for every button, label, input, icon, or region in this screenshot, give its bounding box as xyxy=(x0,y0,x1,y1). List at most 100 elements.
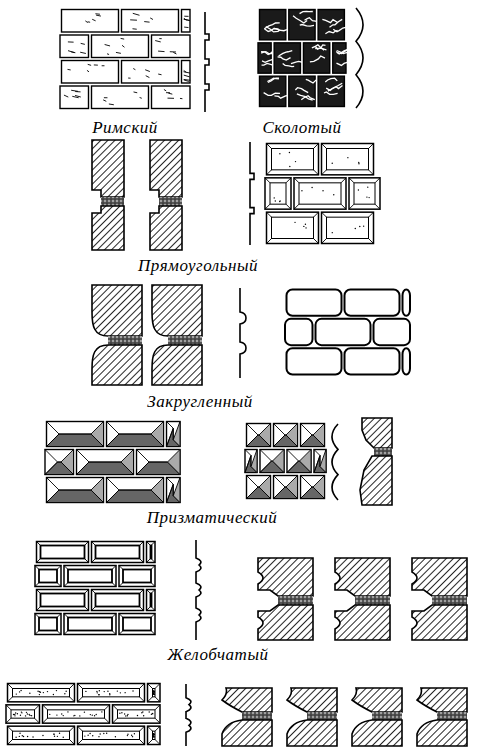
stone-texture xyxy=(153,736,154,737)
stone-texture xyxy=(278,57,291,60)
stone-texture xyxy=(127,714,128,715)
stone-texture xyxy=(120,692,121,693)
stone-texture xyxy=(184,80,189,82)
stone-texture xyxy=(184,19,190,20)
stone-block xyxy=(316,319,371,345)
stone-texture xyxy=(279,201,280,202)
stone-texture xyxy=(127,735,128,736)
stone-wall xyxy=(35,542,155,635)
stone-texture xyxy=(289,152,290,153)
stone-block xyxy=(294,178,346,209)
stone-face xyxy=(354,183,375,204)
stone-texture xyxy=(151,714,152,715)
stone-texture xyxy=(336,50,351,54)
stone-texture xyxy=(164,89,166,90)
stone-texture xyxy=(17,713,18,714)
stone-texture xyxy=(39,691,40,692)
stone-block xyxy=(349,178,380,209)
stone-texture xyxy=(268,78,279,82)
stone-texture xyxy=(184,75,190,77)
stone-block xyxy=(318,76,344,106)
stone-texture xyxy=(14,715,15,716)
stone-texture xyxy=(95,714,96,715)
stone-texture xyxy=(15,737,16,738)
stone-texture xyxy=(59,733,60,734)
stone-block xyxy=(122,61,179,84)
stone-texture xyxy=(310,56,325,62)
mortar-joint xyxy=(432,596,467,605)
stone-block xyxy=(107,478,164,503)
stone-face xyxy=(123,618,151,631)
stone-texture xyxy=(71,90,78,91)
prism-edge xyxy=(47,478,92,503)
chamfer-line xyxy=(37,542,89,563)
stone-texture xyxy=(184,27,188,28)
stone-texture xyxy=(88,21,91,22)
prism-facet xyxy=(151,478,164,503)
stone-texture xyxy=(19,691,20,692)
chamfer-line xyxy=(265,178,291,209)
prism-facet xyxy=(259,424,271,447)
face-profile xyxy=(205,12,209,112)
stone-texture xyxy=(262,63,275,66)
stone-block xyxy=(35,614,61,635)
stone-texture xyxy=(148,711,149,712)
prism-edge xyxy=(247,424,260,447)
stone-texture xyxy=(322,19,337,22)
stone-block xyxy=(322,144,374,175)
section-block xyxy=(335,605,390,640)
stone-texture xyxy=(154,734,155,735)
stone-block xyxy=(137,450,181,475)
stone-texture xyxy=(53,694,54,695)
stone-texture xyxy=(104,97,108,98)
stone-texture xyxy=(56,714,57,715)
chamfer-line xyxy=(322,212,374,243)
stone-texture xyxy=(153,691,154,692)
chamfer-line xyxy=(37,590,89,611)
stone-face xyxy=(41,594,85,607)
stone-block xyxy=(301,476,325,499)
prism-facet xyxy=(286,424,298,447)
prism-facet xyxy=(251,450,257,473)
stone-face xyxy=(272,149,314,170)
stone-block xyxy=(77,450,134,475)
stone-texture xyxy=(168,98,175,99)
stone-texture xyxy=(279,153,280,154)
stone-block xyxy=(289,76,315,106)
stone-block xyxy=(274,424,298,447)
stone-texture xyxy=(143,715,144,716)
stone-wall xyxy=(265,144,380,244)
stone-texture xyxy=(153,693,154,694)
stone-texture xyxy=(65,691,66,692)
stone-block xyxy=(267,144,319,175)
stone-texture xyxy=(325,78,337,82)
stone-block xyxy=(113,705,161,723)
stone-face xyxy=(41,546,85,559)
stone-block xyxy=(318,10,344,40)
chamfer-line xyxy=(8,726,75,744)
stone-texture xyxy=(137,715,138,716)
stone-texture xyxy=(122,45,124,47)
stone-texture xyxy=(303,226,304,227)
chamfer-line xyxy=(8,684,75,702)
stone-texture xyxy=(332,162,333,163)
stone-texture xyxy=(68,69,71,71)
stone-texture xyxy=(154,734,155,735)
stone-block xyxy=(119,614,155,635)
stone-texture xyxy=(25,715,26,716)
stone-texture xyxy=(98,694,99,695)
prism-facet xyxy=(313,476,325,499)
stone-texture xyxy=(184,72,191,73)
stone-texture xyxy=(152,736,153,737)
stone-texture xyxy=(95,13,99,14)
prism-facet xyxy=(173,478,180,503)
section-block xyxy=(335,558,390,596)
stone-face xyxy=(13,731,70,739)
stone-texture xyxy=(84,711,85,712)
stone-texture xyxy=(159,38,161,39)
stone-texture xyxy=(337,50,352,54)
stone-texture xyxy=(153,693,154,694)
stone-texture xyxy=(132,736,133,737)
stone-texture xyxy=(121,712,122,713)
